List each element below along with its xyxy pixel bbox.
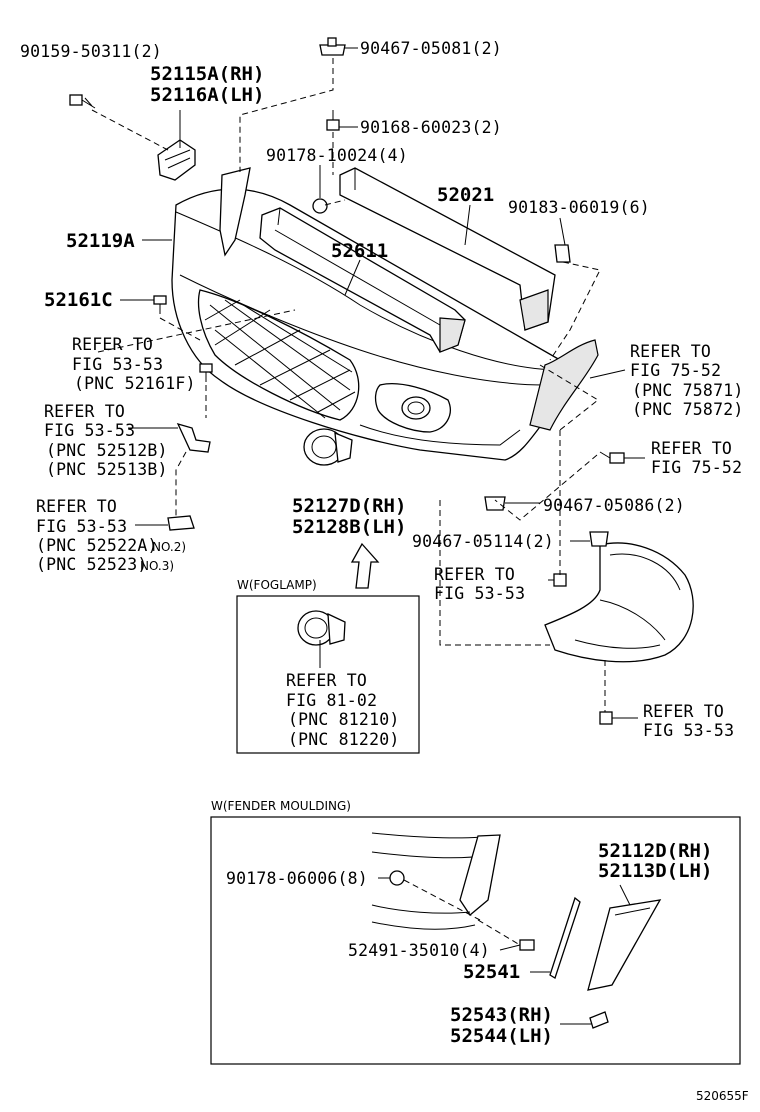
label-52544: 52544(LH) [450,1025,553,1047]
clip-52161C [153,295,167,314]
label-90159: 90159-50311(2) [20,42,162,61]
refer3-line1: REFER TO [36,497,117,516]
dash-left-chain [175,385,207,516]
refer5-line1: REFER TO [651,439,732,458]
label-52112: 52112D(RH) [598,840,712,862]
refer3-line4: (PNC 52523) [36,555,147,574]
moulding-52541 [530,896,581,979]
label-90168: 90168-60023(2) [360,118,502,137]
dash-lower-right [494,430,598,575]
up-arrow [350,542,380,589]
refer5-line2: FIG 75-52 [651,458,742,477]
refer4-line1: REFER TO [630,342,711,361]
label-52491: 52491-35010(4) [348,941,490,960]
refer2-line2: FIG 53-53 [44,421,135,440]
dash-clip-90183 [549,261,601,361]
clip-90467-05081 [319,37,346,56]
refer4-line4: (PNC 75872) [632,400,743,419]
refer1-line2: FIG 53-53 [72,355,163,374]
clip-52522A [167,515,195,531]
leader-90183 [559,217,566,246]
nut-90467-05114 [589,531,609,547]
refer8-line1: REFER TO [286,671,367,690]
refer1-line1: REFER TO [72,335,153,354]
foglamp-inset-part [297,610,346,646]
refer2-line3: (PNC 52512B) [46,441,168,460]
dash-refer1 [97,309,296,353]
clip-90183 [554,244,571,263]
dash-nut [324,199,346,206]
refer7-line2: FIG 53-53 [643,721,734,740]
refer3-line4-note: NO.3) [140,559,174,573]
dash-90159 [91,109,169,151]
nut-90467-05086 [484,496,506,511]
refer3-line3-note: NO.2) [152,540,186,554]
label-52116: 52116A(LH) [150,84,264,106]
refer6-line2: FIG 53-53 [434,584,525,603]
moulding-inset-bumper [371,832,501,930]
energy-absorber-52611 [259,207,466,353]
label-52127: 52127D(RH) [292,495,406,517]
refer4-line2: FIG 75-52 [630,361,721,380]
leader-ref4 [589,369,626,379]
foglamp-inset-title: W(FOGLAMP) [237,578,317,592]
refer4-line3: (PNC 75871) [632,381,743,400]
foglamp-inset-box [236,595,420,754]
moulding-inset-title: W(FENDER MOULDING) [211,799,351,813]
refer1-line3: (PNC 52161F) [74,374,196,393]
label-52021: 52021 [437,184,494,206]
label-52541: 52541 [463,961,520,983]
label-90467b: 90467-05086(2) [543,496,685,515]
refer6-line1: REFER TO [434,565,515,584]
refer8-line3: (PNC 81210) [288,710,399,729]
bumper-reinforcement-52021 [339,167,556,331]
refer8-line4: (PNC 81220) [288,730,399,749]
screw-fig53-b [599,711,613,725]
figure-code: 520655F [696,1089,749,1103]
dash-fender-edge [539,364,599,431]
dash-clip-a [239,58,334,172]
moulding-52112D [587,884,662,991]
label-52543: 52543(RH) [450,1004,553,1026]
label-52161: 52161C [44,289,113,311]
fender-liner [544,542,694,663]
screw-90159 [69,94,96,109]
leader-52491 [499,944,521,951]
bolt-90168 [326,110,340,131]
label-90178a: 90178-10024(4) [266,146,408,165]
leader-52611 [344,259,361,296]
screw-fig53-a [553,573,567,587]
bracket-52512B [176,422,211,453]
nut-90178 [312,198,328,214]
label-52611: 52611 [331,240,388,262]
moulding-inset-box [210,816,741,1065]
label-90467a: 90467-05081(2) [360,39,502,58]
refer2-line4: (PNC 52513B) [46,460,168,479]
refer8-line2: FIG 81-02 [286,691,377,710]
label-90178b: 90178-06006(8) [226,869,368,888]
label-52119: 52119A [66,230,135,252]
foglamp-assembly [303,428,353,466]
dash-liner [439,500,550,646]
moulding-52543 [560,1011,609,1029]
refer3-line2: FIG 53-53 [36,517,127,536]
bolt-fig75 [599,451,625,464]
refer7-line1: REFER TO [643,702,724,721]
label-90467c: 90467-05114(2) [412,532,554,551]
refer2-line1: REFER TO [44,402,125,421]
refer3-line3: (PNC 52522A) [36,536,158,555]
label-52115: 52115A(RH) [150,63,264,85]
clip-52161F [199,363,213,382]
label-52113: 52113D(LH) [598,860,712,882]
leader-52021 [464,204,471,246]
dash-52161 [159,317,201,341]
label-90183: 90183-06019(6) [508,198,650,217]
label-52128: 52128B(LH) [292,516,406,538]
